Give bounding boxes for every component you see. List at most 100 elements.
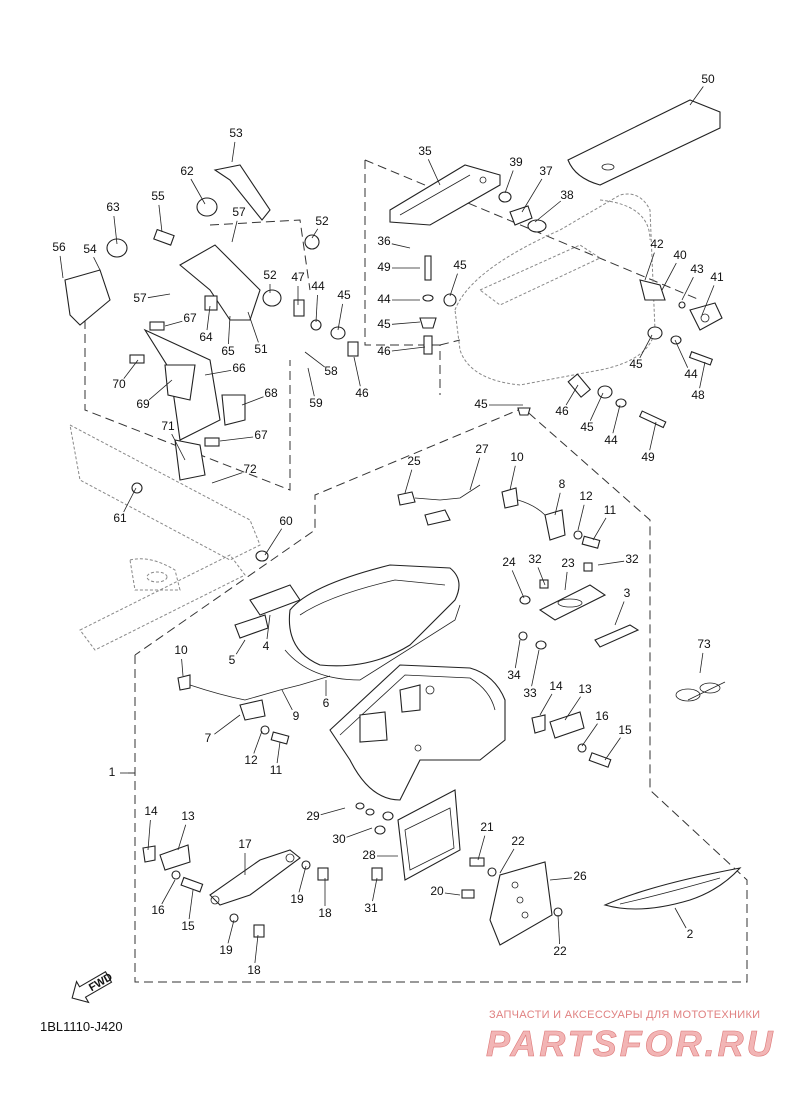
leader-line: [699, 652, 704, 674]
part-callout-68: 68: [264, 386, 278, 400]
part-callout-10: 10: [174, 643, 188, 657]
leader-line: [521, 178, 543, 213]
leader-line: [190, 178, 206, 205]
part-callout-11: 11: [604, 503, 617, 517]
leader-line: [477, 835, 486, 861]
part-callout-50: 50: [701, 72, 715, 86]
part-callout-60: 60: [279, 514, 293, 528]
leader-line: [614, 601, 625, 626]
part-callout-72: 72: [243, 462, 257, 476]
leader-line: [346, 827, 373, 838]
leader-line: [644, 252, 655, 281]
part-callout-13: 13: [181, 809, 195, 823]
part-callout-45: 45: [474, 397, 488, 411]
leader-line: [604, 737, 621, 761]
part-callout-1: 1: [109, 765, 116, 779]
leader-line: [219, 436, 254, 442]
part-callout-28: 28: [362, 848, 376, 862]
leader-line: [311, 228, 319, 239]
part-callout-45: 45: [580, 420, 594, 434]
part-callout-24: 24: [502, 555, 516, 569]
mount-hardware: [419, 255, 714, 429]
part-callout-45: 45: [629, 357, 643, 371]
hinge-hardware: [498, 191, 547, 233]
part-callout-5: 5: [229, 653, 236, 667]
part-callout-45: 45: [377, 317, 391, 331]
callout-leaders: [59, 86, 715, 964]
leader-line: [161, 879, 176, 905]
part-callout-55: 55: [151, 189, 165, 203]
leader-line: [639, 334, 653, 359]
part-callout-62: 62: [180, 164, 194, 178]
leader-line: [266, 614, 271, 640]
part-callout-37: 37: [539, 164, 553, 178]
leader-line: [372, 877, 378, 902]
part-callout-20: 20: [430, 884, 444, 898]
part-callout-46: 46: [555, 404, 569, 418]
part-callout-36: 36: [377, 234, 391, 248]
leader-line: [241, 396, 264, 406]
part-callout-49: 49: [641, 450, 655, 464]
leader-line: [188, 889, 194, 920]
leader-line: [554, 492, 561, 516]
part-callout-2: 2: [687, 927, 694, 941]
leader-line: [171, 433, 186, 461]
leader-line: [511, 570, 525, 599]
leader-line: [123, 359, 139, 379]
part-callout-12: 12: [579, 489, 593, 503]
part-callout-48: 48: [691, 388, 705, 402]
leader-line: [681, 277, 694, 301]
leader-line: [539, 693, 553, 716]
leader-line: [597, 560, 625, 566]
leader-line: [531, 649, 540, 687]
leader-line: [315, 294, 318, 323]
leader-line: [304, 351, 325, 368]
guard-plate: [209, 849, 329, 938]
leader-line: [469, 457, 481, 491]
part-callout-44: 44: [604, 433, 618, 447]
leader-line: [253, 730, 263, 754]
side-trim-and-clip: [603, 681, 742, 910]
part-callout-8: 8: [559, 477, 566, 491]
part-callout-10: 10: [510, 450, 524, 464]
leader-line: [228, 315, 231, 345]
part-callout-42: 42: [650, 237, 664, 251]
part-callout-44: 44: [684, 367, 698, 381]
part-callout-19: 19: [219, 943, 233, 957]
part-callout-56: 56: [52, 240, 66, 254]
leader-line: [177, 824, 187, 851]
leader-line: [235, 639, 246, 655]
bag-body: [329, 664, 506, 801]
frame-rail-ghost: [69, 424, 261, 651]
leader-line: [181, 658, 184, 677]
leader-line: [158, 204, 163, 233]
leader-line: [391, 321, 421, 325]
part-callout-58: 58: [324, 364, 338, 378]
leader-line: [499, 848, 515, 874]
leader-line: [231, 220, 238, 243]
latch-parts: [639, 279, 723, 331]
part-callout-45: 45: [337, 288, 351, 302]
part-callout-40: 40: [673, 248, 687, 262]
leader-line: [577, 504, 585, 531]
part-callout-30: 30: [332, 832, 346, 846]
part-callout-3: 3: [624, 586, 631, 600]
leader-line: [204, 370, 232, 376]
leader-line: [214, 714, 241, 735]
leader-line: [123, 487, 137, 513]
part-callout-47: 47: [291, 270, 305, 284]
part-callout-18: 18: [318, 906, 332, 920]
part-callout-34: 34: [507, 668, 521, 682]
leader-line: [661, 262, 677, 291]
left-bracket-assembly: [64, 164, 359, 481]
part-callout-35: 35: [418, 144, 432, 158]
leader-line: [701, 285, 715, 316]
leader-line: [699, 361, 706, 389]
leader-line: [534, 200, 562, 223]
part-callout-17: 17: [238, 837, 252, 851]
part-callout-22: 22: [553, 944, 567, 958]
fwd-arrow: FWD: [71, 971, 115, 1004]
part-callout-13: 13: [578, 682, 592, 696]
leader-line: [281, 689, 293, 711]
leader-line: [147, 819, 151, 851]
